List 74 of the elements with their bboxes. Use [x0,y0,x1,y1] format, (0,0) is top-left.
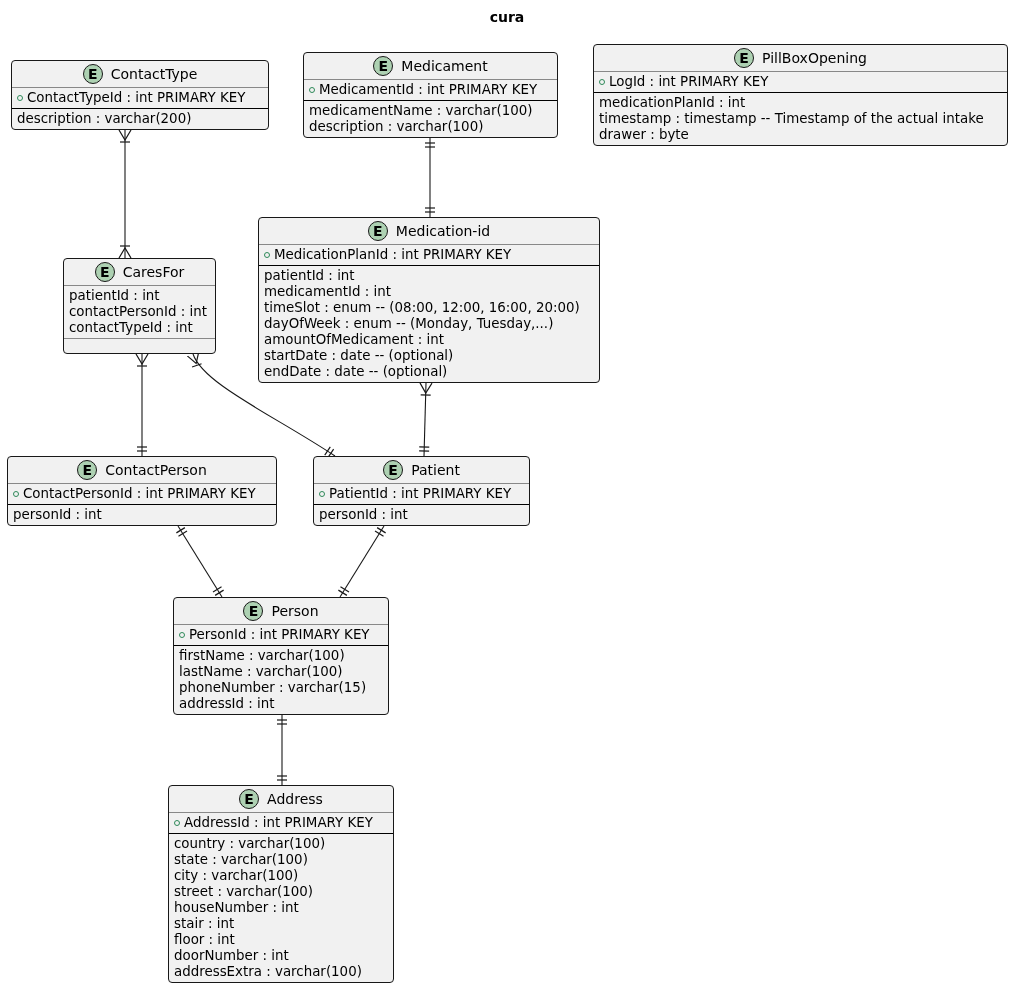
attribute-text: amountOfMedicament : int [264,332,444,348]
attribute-text: MedicationPlanId : int PRIMARY KEY [274,247,512,263]
entity-box [593,44,1008,146]
entity-name: Address [267,791,323,807]
attribute-text: description : varchar(100) [309,119,484,135]
entity-name: Medicament [401,58,488,74]
attribute-text: LogId : int PRIMARY KEY [609,74,769,90]
attribute-text: state : varchar(100) [174,852,308,868]
entity-badge: E [383,460,404,480]
entity-box [168,785,394,983]
entity-badge: E [77,460,98,480]
attribute-text: patientId : int [69,288,160,304]
relationship-line [337,525,387,598]
attribute-text: PatientId : int PRIMARY KEY [329,486,512,502]
entity-box [63,258,216,354]
attribute-text: medicationPlanId : int [599,95,746,111]
entity-name: Person [271,603,319,619]
entity-box [313,456,530,526]
entity-badge: E [367,221,388,241]
attribute-text: endDate : date -- (optional) [264,364,448,380]
entity-badge: E [243,601,264,621]
entity-name: ContactPerson [105,462,207,478]
relationship-line [135,353,149,457]
entity-badge: E [82,64,103,84]
entity-badge: E [239,789,260,809]
attribute-text: drawer : byte [599,127,689,143]
attribute-text: timestamp : timestamp -- Timestamp of the actual intake [599,111,984,127]
attribute-text: dayOfWeek : enum -- (Monday, Tuesday,...) [264,316,554,332]
attribute-text: personId : int [319,507,408,523]
entity-name: CaresFor [122,264,185,280]
entity-badge: E [373,56,394,76]
attribute-text: phoneNumber : varchar(15) [179,680,367,696]
relationship-line [424,137,436,218]
attribute-text: contactTypeId : int [69,320,193,336]
diagram-title: cura [488,9,526,25]
attribute-text: country : varchar(100) [174,836,326,852]
entity-name: PillBoxOpening [762,50,867,66]
relationship-line [276,714,288,786]
attribute-text: street : varchar(100) [174,884,314,900]
relationship-line [175,525,225,598]
entity-badge: E [94,262,115,282]
attribute-text: addressId : int [179,696,275,712]
attribute-text: description : varchar(200) [17,111,192,127]
entity-box [173,597,389,715]
attribute-text: ContactTypeId : int PRIMARY KEY [27,90,246,106]
relationship-line [118,129,132,259]
entity-box [303,52,558,138]
relationship-line [418,382,433,457]
attribute-text: stair : int [174,916,235,932]
attribute-text: startDate : date -- (optional) [264,348,454,364]
attribute-text: lastName : varchar(100) [179,664,343,680]
attribute-text: doorNumber : int [174,948,289,964]
entity-badge: E [734,48,755,68]
attribute-text: AddressId : int PRIMARY KEY [184,815,373,831]
attribute-text: timeSlot : enum -- (08:00, 12:00, 16:00, 20:00) [264,300,580,316]
attribute-text: medicamentId : int [264,284,392,300]
entity-box [11,60,269,130]
attribute-text: personId : int [13,507,102,523]
entity-name: Patient [411,462,460,478]
attribute-text: PersonId : int PRIMARY KEY [189,627,370,643]
attribute-text: floor : int [174,932,235,948]
entity-box [7,456,277,526]
attribute-text: medicamentName : varchar(100) [309,103,533,119]
entity-name: Medication-id [395,223,491,239]
attribute-text: ContactPersonId : int PRIMARY KEY [23,486,256,502]
attribute-text: firstName : varchar(100) [179,648,345,664]
attribute-text: patientId : int [264,268,355,284]
attribute-text: addressExtra : varchar(100) [174,964,362,980]
attribute-text: city : varchar(100) [174,868,299,884]
attribute-text: houseNumber : int [174,900,299,916]
attribute-text: MedicamentId : int PRIMARY KEY [319,82,538,98]
entity-box [258,217,600,383]
attribute-text: contactPersonId : int [69,304,208,320]
entity-name: ContactType [110,66,198,82]
